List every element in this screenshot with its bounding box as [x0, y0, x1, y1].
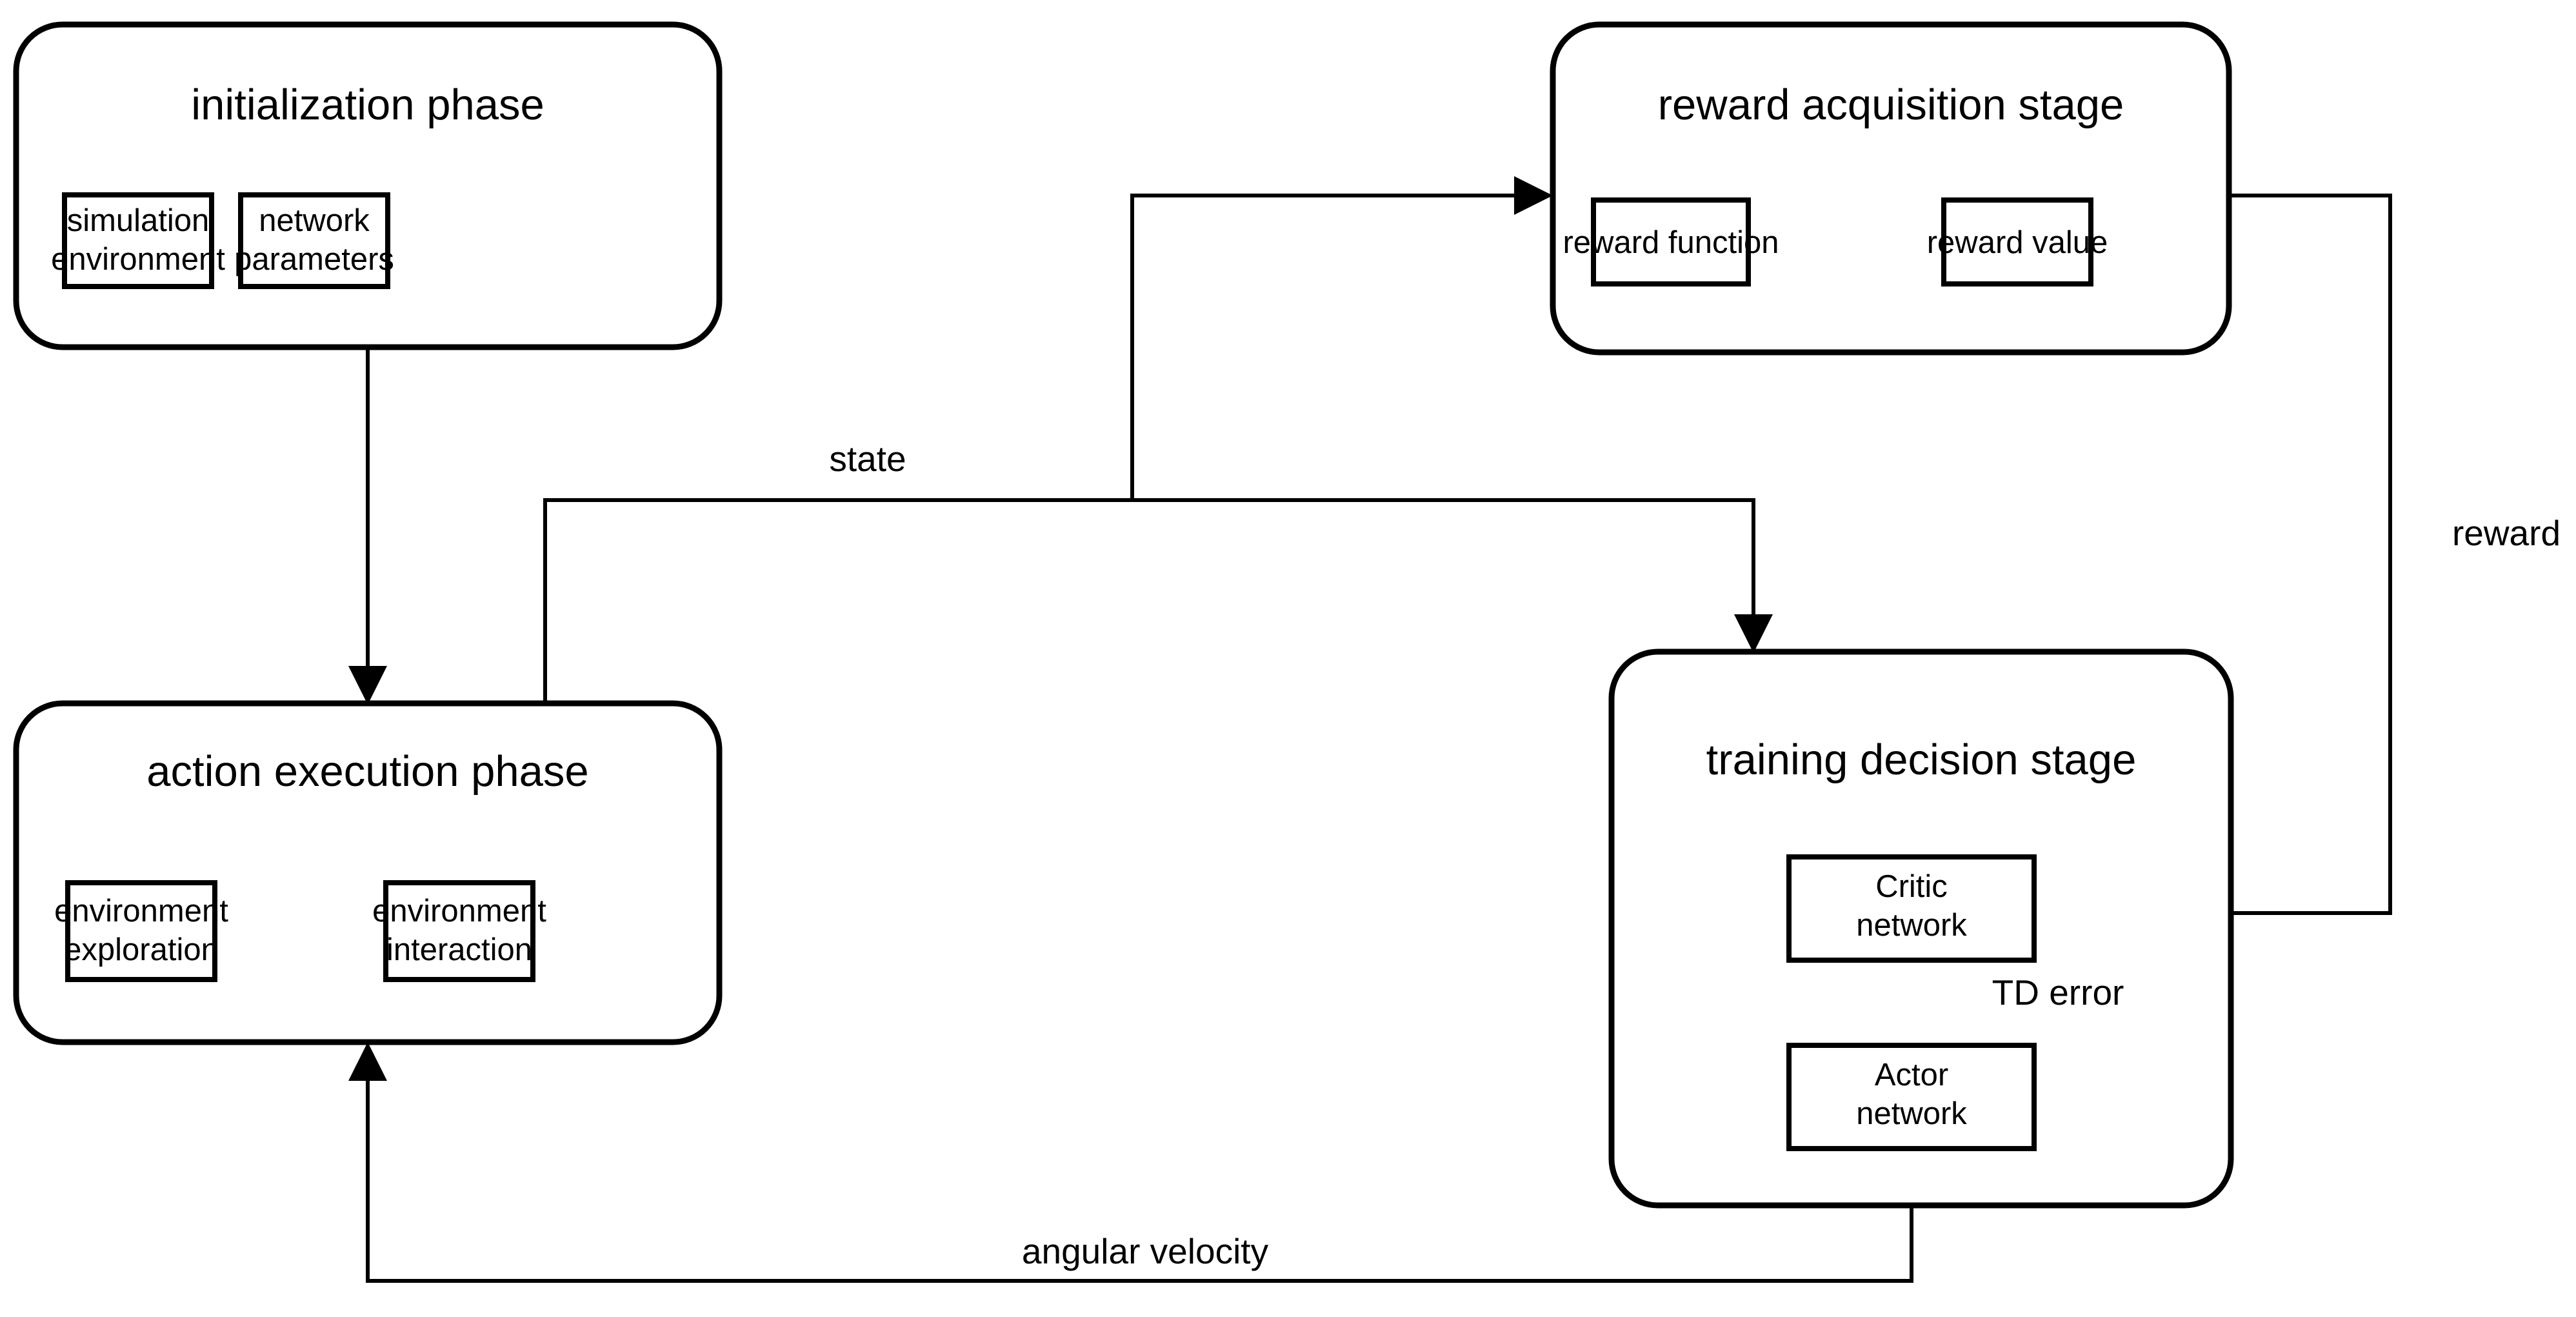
sub-box-label-line1: Critic — [1875, 869, 1948, 904]
stage-container — [1550, 21, 2232, 356]
sub-box-label-line1: Actor — [1875, 1058, 1948, 1092]
sub-box-label-line2: network — [1856, 908, 1967, 943]
sub-box-label-line1: simulation — [67, 203, 210, 238]
sub-box-environment-exploration[interactable]: environment exploration — [54, 880, 228, 982]
edge-line — [1132, 498, 1755, 640]
stage-reward-acquisition-stage[interactable]: reward acquisition stage reward function… — [1550, 21, 2232, 356]
edge-label-state: state — [829, 439, 906, 479]
edge-label-td-error: TD error — [1992, 972, 2124, 1012]
stage-training-decision-stage[interactable]: training decision stage Critic network A… — [1608, 648, 2234, 1209]
stage-title: action execution phase — [146, 747, 588, 796]
sub-box-frame — [1786, 1043, 2037, 1151]
sub-box-frame — [383, 880, 535, 982]
sub-box-network-parameters[interactable]: network parameters — [234, 192, 394, 289]
sub-box-simulation-environment[interactable]: simulation environment — [51, 192, 225, 289]
sub-box-actor-network[interactable]: Actor network — [1786, 1043, 2037, 1151]
stage-initialization-phase[interactable]: initialization phase simulation environm… — [13, 21, 723, 350]
sub-box-label-line2: environment — [51, 242, 225, 277]
sub-box-label-line1: reward value — [1927, 225, 2108, 260]
sub-box-frame — [1786, 854, 2037, 963]
sub-box-frame — [65, 880, 217, 982]
sub-box-reward-function[interactable]: reward function — [1563, 197, 1779, 287]
sub-box-frame — [62, 192, 214, 289]
edge-label-group: state reward TD error angular velocity — [810, 436, 2561, 1273]
stage-action-execution-phase[interactable]: action execution phase environment explo… — [13, 700, 723, 1045]
edge-label-angular-velocity: angular velocity — [1022, 1231, 1269, 1271]
sub-box-label-line1: environment — [372, 894, 546, 929]
sub-box-frame — [238, 192, 390, 289]
sub-box-label-line1: environment — [54, 894, 228, 929]
label-backdrop — [1974, 968, 2142, 1014]
edge-initialization-to-action — [348, 347, 387, 705]
stage-container — [13, 21, 723, 350]
stage-title: training decision stage — [1706, 736, 2137, 784]
label-backdrop — [961, 1223, 1361, 1273]
sub-box-label-line1: reward function — [1563, 225, 1779, 260]
sub-box-critic-network[interactable]: Critic network — [1786, 854, 2037, 963]
edge-state-to-training-decision — [1132, 498, 1773, 653]
sub-box-label-line2: network — [1856, 1096, 1967, 1131]
sub-box-reward-value[interactable]: reward value — [1927, 197, 2108, 287]
arrow-head-up-icon — [348, 1042, 387, 1081]
sub-box-label-line2: exploration — [64, 932, 219, 967]
sub-box-frame — [1591, 197, 1751, 287]
sub-box-label-line2: interaction — [386, 932, 532, 967]
stage-title: reward acquisition stage — [1658, 81, 2124, 129]
sub-box-label-line1: network — [259, 203, 370, 238]
sub-box-frame — [1941, 197, 2093, 287]
sub-box-label-line2: parameters — [234, 242, 394, 277]
arrow-head-down-icon — [348, 666, 387, 705]
edge-line — [366, 1056, 1913, 1283]
sub-box-environment-interaction[interactable]: environment interaction — [372, 880, 546, 982]
label-backdrop — [810, 436, 926, 481]
edge-angular-velocity-to-action — [348, 1042, 1913, 1283]
edge-label-reward: reward — [2452, 513, 2561, 553]
arrow-head-down-icon — [1734, 614, 1773, 653]
arrow-head-right-icon — [1514, 176, 1553, 215]
stage-title: initialization phase — [191, 81, 544, 129]
